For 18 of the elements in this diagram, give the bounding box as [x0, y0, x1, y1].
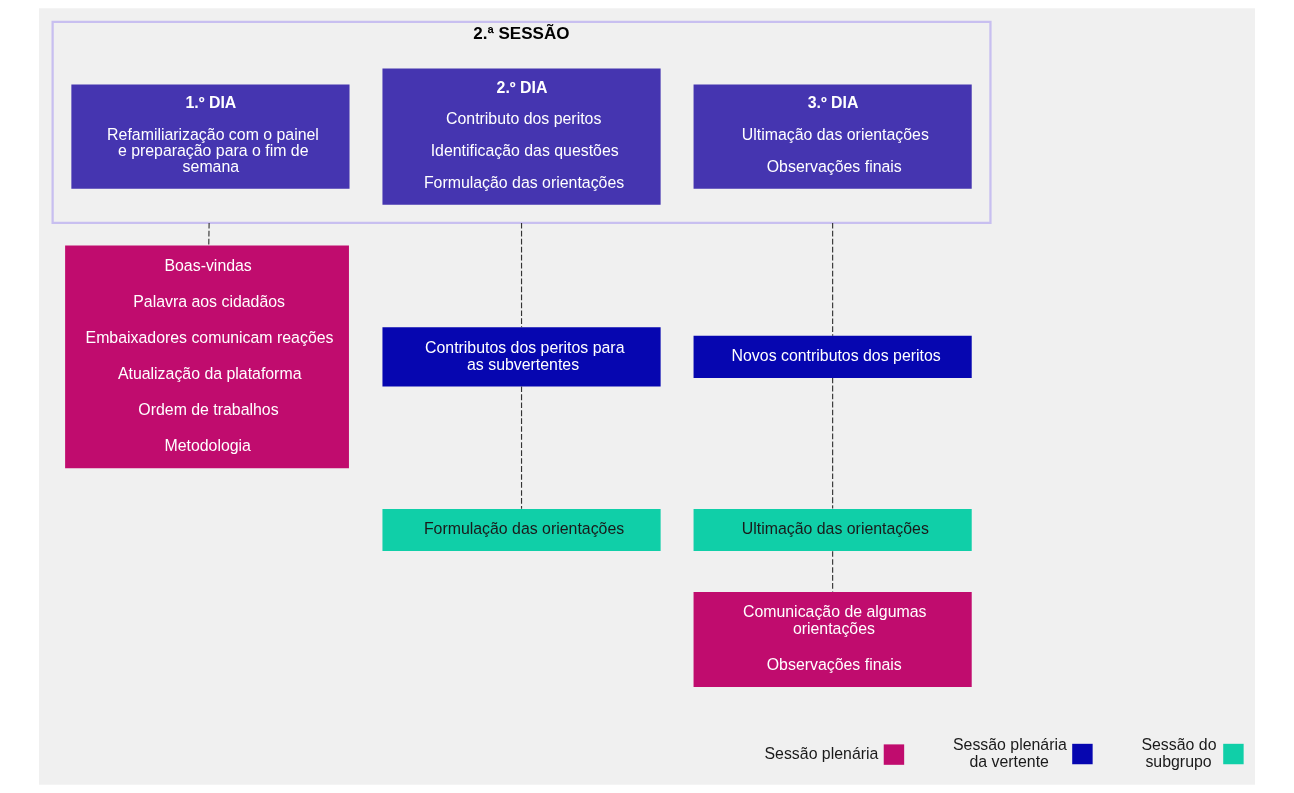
node-box: 1.º DIA Refamiliarização com o painel e preparação para o fim de semana — [71, 84, 350, 189]
node-box: Ultimação das orientações — [693, 509, 972, 552]
connector — [832, 222, 834, 337]
node-box: 2.º DIA Contributo dos peritos Identificação das questões Formulação das orientações — [382, 68, 661, 205]
node-box: Contributos dos peritos para as subvertentes — [382, 327, 661, 387]
node-box: Formulação das orientações — [382, 509, 661, 552]
legend-label: Sessão plenária da vertente — [952, 735, 1067, 770]
connector — [520, 222, 523, 328]
connector — [520, 386, 523, 510]
node-box: 3.º DIA Ultimação das orientações Observações finais — [693, 84, 972, 189]
node-box: Comunicação de algumas orientações Observações finais — [693, 592, 972, 687]
connector — [208, 222, 210, 246]
connector — [832, 377, 834, 510]
connector — [832, 550, 834, 593]
node-box: Novos contributos dos peritos — [693, 335, 972, 378]
legend-label: Sessão do subgrupo — [1141, 735, 1217, 770]
legend-label: Sessão plenária — [764, 744, 879, 762]
node-box: Boas-vindas Palavra aos cidadãos Embaixadores comunicam reações Atualização da plataforma Ordem de trabalhos Metodologia — [65, 245, 349, 469]
